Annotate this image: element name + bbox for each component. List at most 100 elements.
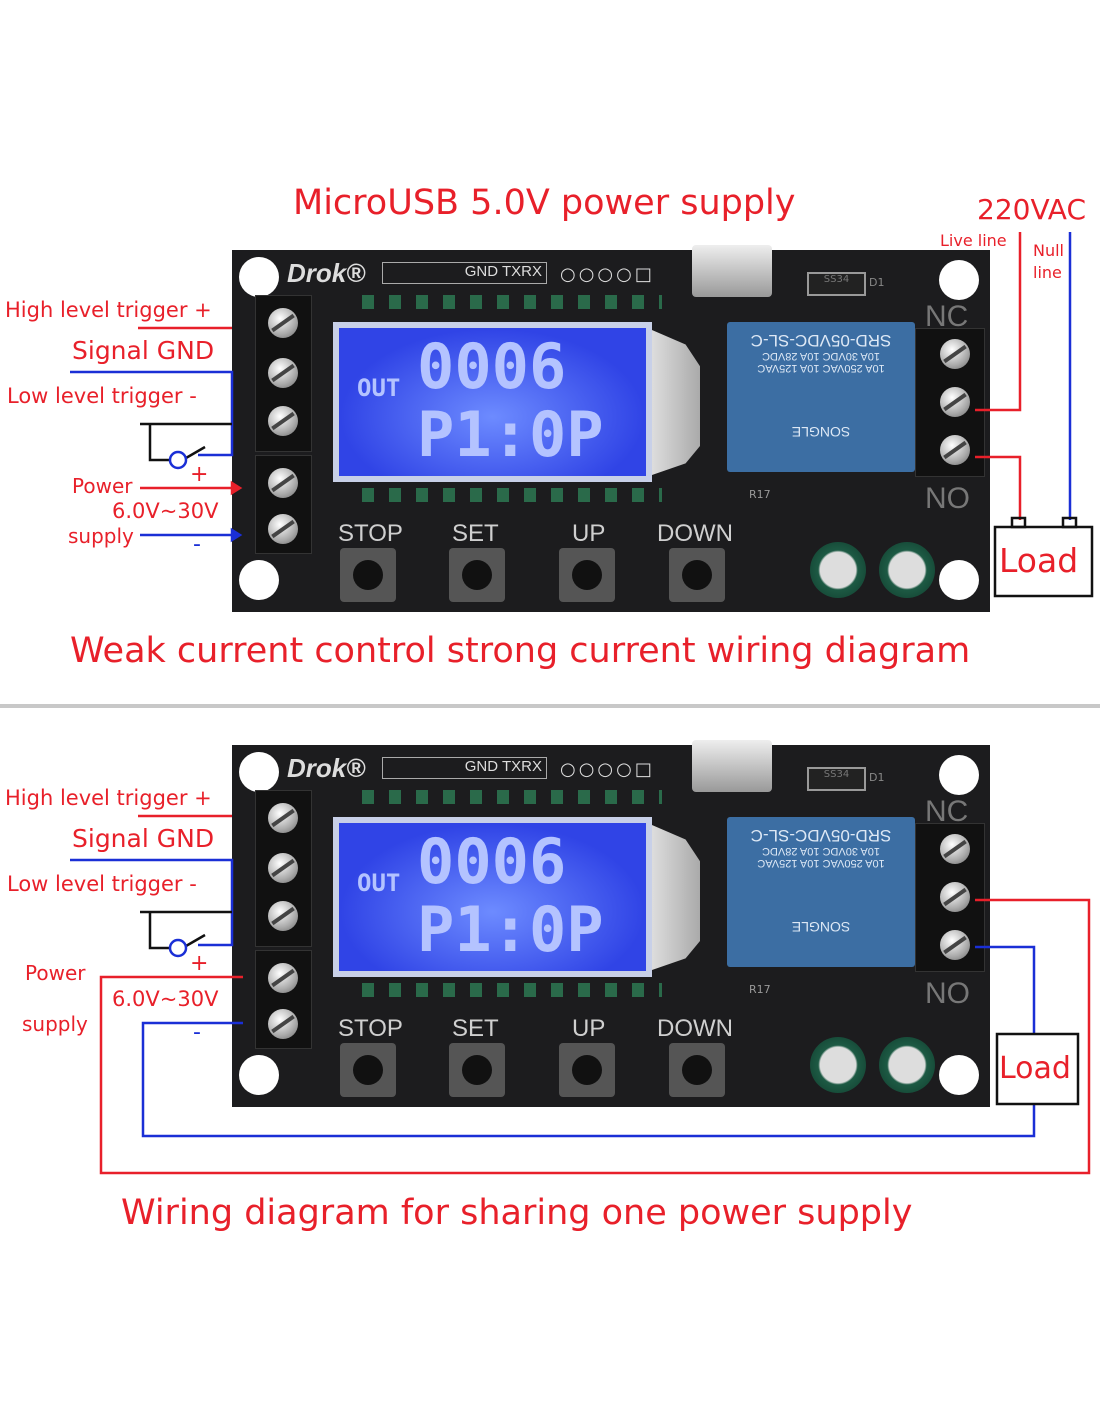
brand-logo: Drok® — [287, 258, 366, 288]
mounting-hole — [239, 560, 279, 600]
no-label: NO — [925, 482, 970, 515]
shared-negative-wire — [141, 945, 1036, 1138]
diode: SS34 — [807, 767, 866, 791]
nc-label: NC — [925, 300, 969, 333]
down-button[interactable] — [669, 548, 725, 602]
lcd-line-2: P1:0P — [417, 398, 604, 471]
set-button[interactable] — [449, 548, 505, 602]
lcd-line-1: 0006 — [417, 825, 567, 898]
lcd-backlight — [652, 825, 700, 970]
stop-button[interactable] — [340, 1043, 396, 1097]
switch-contact — [168, 450, 188, 470]
signal-gnd-label: Signal GND — [72, 824, 215, 853]
mounting-hole — [939, 1055, 979, 1095]
load-label: Load — [999, 1051, 1071, 1086]
supply-label: supply — [68, 524, 134, 548]
resistor-ref: R17 — [749, 488, 771, 501]
trigger-terminal-block — [255, 295, 312, 452]
stop-button[interactable] — [340, 548, 396, 602]
nc-label: NC — [925, 795, 969, 828]
mounting-hole — [239, 752, 279, 792]
lcd-display: OUT 0006 P1:0P — [333, 322, 652, 482]
lcd-out-label: OUT — [357, 374, 401, 402]
high-trigger-label: High level trigger + — [5, 786, 212, 810]
diode-ref: D1 — [869, 771, 885, 784]
micro-usb-port — [692, 245, 772, 297]
capacitor — [879, 1037, 935, 1093]
mounting-hole — [939, 755, 979, 795]
header-pin-row: ○○○○□ — [560, 264, 655, 285]
lcd-line-2: P1:0P — [417, 893, 604, 966]
caption-2: Wiring diagram for sharing one power sup… — [121, 1193, 913, 1233]
capacitor — [879, 542, 935, 598]
no-label: NO — [925, 977, 970, 1010]
capacitor — [810, 1037, 866, 1093]
stop-button-label: STOP — [338, 520, 403, 547]
load-box-1 — [993, 525, 1094, 598]
set-button-label: SET — [452, 1015, 499, 1042]
live-line-label: Live line — [940, 231, 1007, 250]
up-button[interactable] — [559, 1043, 615, 1097]
voltage-label: 6.0V~30V — [112, 499, 219, 523]
lcd-pins-top — [362, 295, 662, 309]
supply-label: supply — [22, 1012, 88, 1036]
mounting-hole — [239, 1055, 279, 1095]
up-button[interactable] — [559, 548, 615, 602]
shared-positive-wire — [99, 898, 1091, 1175]
header-pin-row: ○○○○□ — [560, 759, 655, 780]
header-pins-label: GND TXRX — [382, 757, 547, 779]
power-terminal-block — [255, 950, 312, 1049]
section-divider — [0, 704, 1100, 708]
power-label: Power — [72, 474, 133, 498]
minus-label: - — [193, 1020, 201, 1045]
usb-power-title: MicroUSB 5.0V power supply — [293, 183, 796, 223]
null-line-label: line — [1033, 263, 1062, 282]
diode-ref: D1 — [869, 276, 885, 289]
lcd-line-1: 0006 — [417, 330, 567, 403]
load-live-wire — [975, 455, 1022, 520]
down-button-label: DOWN — [657, 1015, 733, 1042]
header-pins-label: GND TXRX — [382, 262, 547, 284]
load-label: Load — [999, 541, 1079, 580]
relay: SRD-05VDC-SL-C 10A 30VDC 10A 28VDC 10A 2… — [727, 322, 915, 472]
relay-timer-board: Drok® GND TXRX ○○○○□ SS34 D1 OUT 0006 P1… — [232, 245, 990, 612]
load-box-2 — [995, 1032, 1080, 1106]
lcd-pins-bottom — [362, 983, 662, 997]
voltage-label: 6.0V~30V — [112, 987, 219, 1011]
relay-terminal-block — [915, 328, 985, 477]
relay: SRD-05VDC-SL-C 10A 30VDC 10A 28VDC 10A 2… — [727, 817, 915, 967]
down-button[interactable] — [669, 1043, 725, 1097]
set-button-label: SET — [452, 520, 499, 547]
mounting-hole — [939, 560, 979, 600]
caption-1: Weak current control strong current wiri… — [70, 631, 971, 671]
plus-label: + — [190, 462, 209, 487]
set-button[interactable] — [449, 1043, 505, 1097]
lcd-pins-bottom — [362, 488, 662, 502]
up-button-label: UP — [572, 1015, 606, 1042]
high-trigger-label: High level trigger + — [5, 298, 212, 322]
minus-label: - — [193, 532, 201, 557]
relay-terminal-block — [915, 823, 985, 972]
resistor-ref: R17 — [749, 983, 771, 996]
low-trigger-label: Low level trigger - — [7, 384, 197, 408]
down-button-label: DOWN — [657, 520, 733, 547]
diode: SS34 — [807, 272, 866, 296]
lcd-out-label: OUT — [357, 869, 401, 897]
micro-usb-port — [692, 740, 772, 792]
switch-symbol — [148, 424, 206, 462]
low-trigger-label: Low level trigger - — [7, 872, 197, 896]
lcd-display: OUT 0006 P1:0P — [333, 817, 652, 977]
capacitor — [810, 542, 866, 598]
signal-gnd-line — [70, 370, 234, 457]
signal-gnd-label: Signal GND — [72, 336, 215, 365]
null-line-label: Null — [1033, 241, 1064, 260]
live-wire — [975, 232, 1022, 412]
power-label: Power — [25, 961, 86, 985]
stop-button-label: STOP — [338, 1015, 403, 1042]
plus-label: + — [190, 951, 209, 976]
trigger-terminal-block — [255, 790, 312, 947]
mounting-hole — [239, 257, 279, 297]
lcd-pins-top — [362, 790, 662, 804]
